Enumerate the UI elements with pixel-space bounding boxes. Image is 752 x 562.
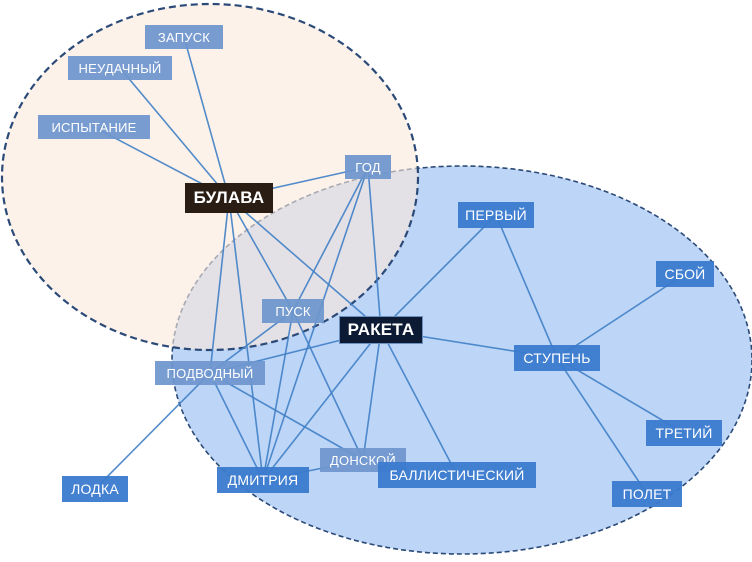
- edge-god-pusk: [292, 166, 369, 312]
- edge-podvodny-lodka: [94, 372, 211, 490]
- edge-podvodny-dmitriya: [209, 372, 264, 481]
- node-polet[interactable]: ПОЛЕТ: [612, 481, 682, 507]
- node-ispytanie[interactable]: ИСПЫТАНИЕ: [38, 115, 150, 139]
- edge-zapusk-bulava: [183, 36, 230, 199]
- node-lodka[interactable]: ЛОДКА: [62, 476, 128, 502]
- node-zapusk[interactable]: ЗАПУСК: [145, 25, 223, 49]
- edge-god-dmitriya: [262, 166, 369, 481]
- edge-raketa-dmitriya: [262, 329, 382, 481]
- edge-pusk-donskoy: [292, 310, 364, 461]
- edge-podvodny-donskoy: [209, 372, 364, 461]
- edge-sboy-stupen: [556, 273, 686, 359]
- edge-pervy-raketa: [380, 214, 497, 331]
- edge-neudachny-bulava: [119, 67, 230, 199]
- node-sboy[interactable]: СБОЙ: [656, 261, 714, 287]
- node-god[interactable]: ГОД: [345, 155, 391, 179]
- node-stupen[interactable]: СТУПЕНЬ: [514, 345, 600, 371]
- node-treti[interactable]: ТРЕТИЙ: [646, 420, 722, 446]
- node-pervy[interactable]: ПЕРВЫЙ: [458, 202, 534, 228]
- edge-bulava-pusk: [228, 197, 294, 312]
- edge-god-raketa: [367, 166, 382, 331]
- edge-bulava-podvodny: [209, 197, 230, 374]
- edge-raketa-donskoy: [362, 329, 382, 461]
- node-podvodny[interactable]: ПОДВОДНЫЙ: [155, 361, 265, 385]
- edge-bulava-dmitriya: [228, 197, 264, 481]
- edges-group: [93, 36, 686, 495]
- edge-bulava-raketa: [228, 197, 382, 331]
- node-raketa[interactable]: РАКЕТА: [339, 316, 423, 344]
- edge-raketa-ballistichesky: [380, 329, 458, 476]
- node-bulava[interactable]: БУЛАВА: [185, 183, 273, 213]
- node-pusk[interactable]: ПУСК: [262, 299, 324, 323]
- edge-pusk-dmitriya: [262, 310, 294, 481]
- cluster-bulava-ellipse: [0, 2, 420, 352]
- node-dmitriya[interactable]: ДМИТРИЯ: [217, 467, 309, 493]
- edge-stupen-polet: [556, 357, 648, 495]
- edge-pervy-stupen: [495, 214, 558, 359]
- node-neudachny[interactable]: НЕУДАЧНЫЙ: [68, 56, 172, 80]
- node-ballistichesky[interactable]: БАЛЛИСТИЧЕСКИЙ: [378, 462, 536, 488]
